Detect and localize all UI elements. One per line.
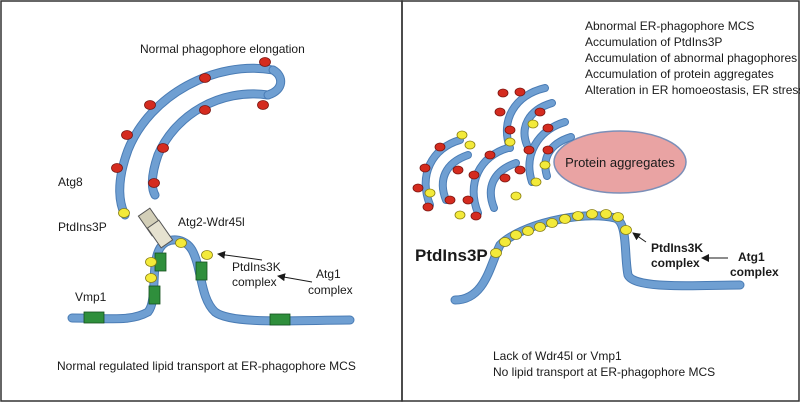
atg1-label-right-line1: Atg1 <box>738 250 765 264</box>
ptdins3p-dot <box>175 238 187 248</box>
atg8-dot <box>157 143 169 153</box>
vmp1-block <box>83 311 105 324</box>
ptdins3p-dots-er <box>490 209 632 258</box>
ptdins3p-label: PtdIns3P <box>58 220 107 234</box>
ptdins3k-label-right-line2: complex <box>651 256 700 270</box>
ptdins3p-dot <box>201 250 213 260</box>
effect-item: Accumulation of abnormal phagophores <box>585 51 797 65</box>
atg1-label-right-line2: complex <box>730 265 779 279</box>
right-caption-line1: Lack of Wdr45l or Vmp1 <box>493 349 622 363</box>
atg8-dots-right <box>412 87 554 221</box>
right-panel-frame <box>401 0 800 402</box>
ptdins3k-label-line1: PtdIns3K <box>232 260 281 274</box>
atg8-dots <box>111 57 271 188</box>
atg8-dot <box>121 130 133 140</box>
left-title: Normal phagophore elongation <box>140 42 305 56</box>
effect-item: Abnormal ER-phagophore MCS <box>585 19 754 33</box>
right-panel: Abnormal ER-phagophore MCS Accumulation … <box>412 19 800 379</box>
protein-aggregates-label: Protein aggregates <box>565 155 675 170</box>
atg1-label-line1: Atg1 <box>316 267 341 281</box>
vmp1-block <box>148 285 161 305</box>
vmp1-blocks <box>83 252 291 326</box>
atg8-dot <box>111 163 123 173</box>
atg8-label: Atg8 <box>58 175 83 189</box>
atg8-dot <box>259 57 271 67</box>
ptdins3k-arrow-left <box>217 250 263 261</box>
ptdins3p-label-right: PtdIns3P <box>415 246 488 265</box>
atg8-dot <box>257 100 269 110</box>
right-caption-line2: No lipid transport at ER-phagophore MCS <box>493 365 715 379</box>
ptdins3p-dot <box>118 208 130 218</box>
effect-item: Accumulation of PtdIns3P <box>585 35 722 49</box>
atg8-dot <box>199 105 211 115</box>
ptdins3p-dots-phagophores <box>424 119 551 220</box>
atg2-wdr45l-complex <box>137 207 174 249</box>
ptdins3k-arrow-right <box>632 232 647 243</box>
ptdins3k-label-right-line1: PtdIns3K <box>651 241 703 255</box>
ptdins3p-dot <box>145 273 157 283</box>
left-panel: Normal phagophore elongation <box>57 42 356 373</box>
left-panel-frame <box>0 0 403 402</box>
effect-item: Alteration in ER homoeostasis, ER stress <box>585 83 800 97</box>
atg1-label-line2: complex <box>308 283 353 297</box>
vmp1-block <box>195 261 208 281</box>
effect-item: Accumulation of protein aggregates <box>585 67 774 81</box>
protein-aggregates-shape <box>553 130 687 194</box>
atg8-dot <box>148 178 160 188</box>
vmp1-block <box>269 313 291 326</box>
effects-list: Abnormal ER-phagophore MCS Accumulation … <box>585 19 800 97</box>
atg2-wdr45l-label: Atg2-Wdr45l <box>178 215 245 229</box>
atg1-arrow-left <box>277 273 313 283</box>
atg8-dot <box>144 100 156 110</box>
phagophore-membrane <box>115 63 286 220</box>
ptdins3p-dot <box>145 257 157 267</box>
ptdins3p-dots-left <box>118 208 213 283</box>
vmp1-label: Vmp1 <box>75 290 107 304</box>
left-caption: Normal regulated lipid transport at ER-p… <box>57 359 356 373</box>
atg8-dot <box>199 73 211 83</box>
ptdins3k-label-line2: complex <box>232 275 277 289</box>
